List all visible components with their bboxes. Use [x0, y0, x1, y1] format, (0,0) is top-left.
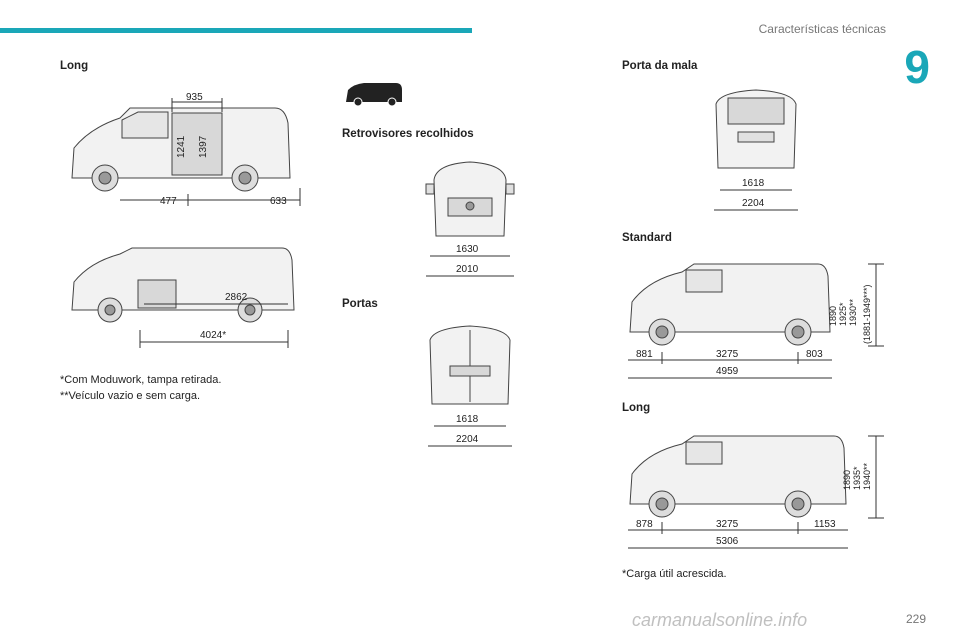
dim-3275: 3275: [716, 349, 739, 360]
van-side-diagram-standard: 1890 1925* 1930** (1881-1949***) 881 327…: [628, 263, 884, 379]
dim-2204-tailgate: 2204: [742, 198, 765, 209]
mirrors-label: Retrovisores recolhidos: [342, 128, 474, 140]
dim-633: 633: [270, 196, 287, 207]
dim-1618-tailgate: 1618: [742, 178, 765, 189]
h-1890: 1890: [828, 306, 838, 326]
header-accent-bar: [0, 28, 472, 33]
h-1935: 1935*: [852, 466, 862, 490]
note-empty-vehicle: **Veículo vazio e sem carga.: [60, 390, 201, 402]
dim-2204: 2204: [456, 434, 479, 445]
van-rear-diagram-tailgate: 1618 2204: [714, 89, 798, 211]
h-range: (1881-1949***): [862, 284, 872, 344]
dim-1630: 1630: [456, 244, 479, 255]
doors-label: Portas: [342, 298, 378, 310]
h-1940: 1940**: [862, 462, 872, 490]
dim-878: 878: [636, 519, 653, 530]
van-front-diagram: 1630 2010: [425, 161, 515, 277]
dim-477: 477: [160, 196, 177, 207]
dim-5306: 5306: [716, 536, 739, 547]
dim-881: 881: [636, 349, 653, 360]
tailgate-label: Porta da mala: [622, 60, 698, 72]
dim-803: 803: [806, 349, 823, 360]
dim-1153: 1153: [814, 519, 836, 530]
standard-label: Standard: [622, 232, 672, 244]
van-side-diagram-cargo: 935 1241 1397 477 633: [71, 92, 301, 207]
dim-2010: 2010: [456, 264, 479, 275]
h-1925: 1925*: [838, 302, 848, 326]
van-side-diagram-long: 1890 1935* 1940** 878 3275 1153 5306: [628, 435, 884, 549]
dim-2862: 2862: [225, 292, 248, 303]
dim-3275-long: 3275: [716, 519, 739, 530]
h-1890-long: 1890: [842, 470, 852, 490]
dim-935: 935: [186, 92, 203, 103]
note-payload: *Carga útil acrescida.: [622, 568, 727, 580]
dim-4959: 4959: [716, 366, 739, 377]
note-moduwork: *Com Moduwork, tampa retirada.: [60, 374, 222, 386]
dim-1397: 1397: [198, 135, 209, 158]
watermark: carmanualsonline.info: [632, 610, 808, 630]
chapter-number: 9: [904, 41, 930, 93]
van-silhouette-icon: [346, 83, 402, 107]
dim-1618: 1618: [456, 414, 479, 425]
van-side-diagram-length: 2862 4024*: [71, 247, 295, 348]
h-1930: 1930**: [848, 298, 858, 326]
section-title: Características técnicas: [758, 22, 886, 36]
van-rear-diagram-doors: 1618 2204: [428, 325, 512, 447]
dim-4024: 4024*: [200, 330, 226, 341]
long-label-left: Long: [60, 60, 89, 72]
long-label-right: Long: [622, 402, 651, 414]
page-number: 229: [905, 612, 926, 626]
dim-1241: 1241: [176, 135, 187, 158]
